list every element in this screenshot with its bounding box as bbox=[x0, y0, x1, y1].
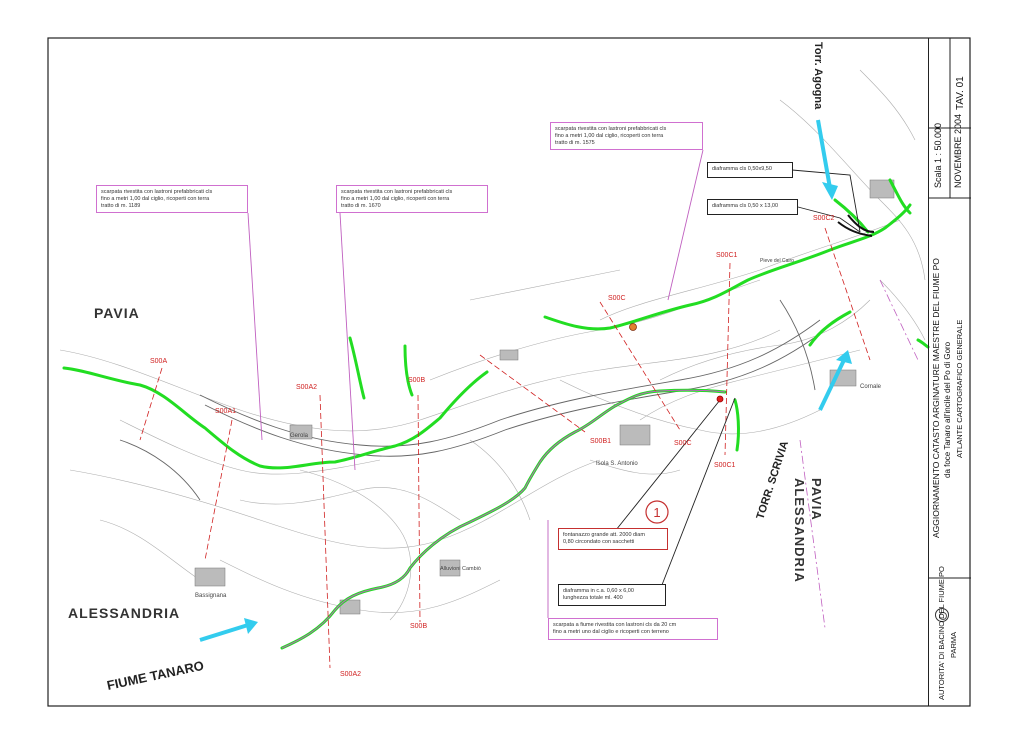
note-line: diaframma cls 0,50x9,50 bbox=[712, 166, 772, 172]
section-s00c-top: S00C bbox=[608, 295, 626, 302]
authority-city: PARMA bbox=[949, 631, 958, 658]
note-line: diaframma cls 0,50 x 13,00 bbox=[712, 203, 779, 209]
map-title-line3: ATLANTE CARTOGRAFICO GENERALE bbox=[955, 319, 964, 458]
date-label: NOVEMBRE 2004 bbox=[953, 113, 963, 188]
note-fontanazzo: fontanazzo grande att. 2000 diam 0,80 ci… bbox=[558, 528, 668, 550]
note-line: scarpata a fiume rivestita con lastroni … bbox=[553, 622, 677, 628]
region-alessandria-left: ALESSANDRIA bbox=[68, 605, 181, 621]
sheet-number: TAV. 01 bbox=[955, 76, 966, 110]
note-line: tratto di m. 1670 bbox=[341, 203, 381, 209]
place-pieve: Pieve del Cairo bbox=[760, 258, 794, 264]
note-diaframma-ca: diaframma in c.a. 0,60 x 6,00 lunghezza … bbox=[558, 584, 666, 606]
s00c-point bbox=[629, 323, 637, 331]
note-line: scarpata rivestita con lastroni prefabbr… bbox=[101, 189, 213, 195]
note-line: fino a metri 1,00 dal ciglio, ricoperti … bbox=[341, 196, 450, 202]
note-scarpata-fiume: scarpata a fiume rivestita con lastroni … bbox=[548, 618, 718, 640]
title-block-grid bbox=[929, 38, 971, 579]
diaframma-works bbox=[837, 214, 875, 237]
section-s00a2-top: S00A2 bbox=[296, 384, 318, 391]
section-s00b-top: S00B bbox=[408, 377, 426, 384]
note-diaframma-950: diaframma cls 0,50x9,50 bbox=[707, 162, 793, 178]
river-agogna-label: Torr. Agogna bbox=[812, 42, 824, 110]
section-s00c-bottom: S00C bbox=[674, 440, 692, 447]
note-line: tratto di m. 1189 bbox=[101, 203, 141, 209]
section-s00a: S00A bbox=[150, 358, 168, 365]
authority-seal bbox=[935, 608, 949, 622]
note-line: fino a metri uno dal ciglio e ricoperti … bbox=[553, 629, 669, 635]
title-block: TAV. 01 Scala 1 : 50.000 NOVEMBRE 2004 A… bbox=[928, 38, 971, 706]
note-line: fino a metri 1,00 dal ciglio, ricoperti … bbox=[101, 196, 210, 202]
section-s00a2-bottom: S00A2 bbox=[340, 671, 362, 678]
river-tanaro-label: FIUME TANARO bbox=[106, 658, 206, 693]
section-s00a1: S00A1 bbox=[215, 408, 237, 415]
region-alessandria-right: ALESSANDRIA bbox=[792, 478, 807, 583]
authority-name: AUTORITA' DI BACINO DEL FIUME PO bbox=[937, 566, 946, 700]
seal-inner bbox=[939, 612, 947, 620]
topographic-background bbox=[59, 69, 926, 621]
note-line: diaframma in c.a. 0,60 x 6,00 bbox=[563, 588, 634, 594]
note-line: scarpata rivestita con lastroni prefabbr… bbox=[341, 189, 453, 195]
section-s00c1-bottom: S00C1 bbox=[714, 462, 736, 469]
section-s00b1: S00B1 bbox=[590, 438, 612, 445]
river-scrivia-label: TORR. SCRIVIA bbox=[754, 439, 791, 520]
fontanazzo-point bbox=[716, 395, 724, 403]
levee-green bbox=[62, 178, 930, 470]
scale-label: Scala 1 : 50.000 bbox=[933, 122, 943, 188]
note-diaframma-1300: diaframma cls 0,50 x 13,00 bbox=[707, 199, 798, 215]
note-levee-1189: scarpata rivestita con lastroni prefabbr… bbox=[96, 185, 248, 213]
section-s00b-bottom: S00B bbox=[410, 623, 428, 630]
region-pavia-right: PAVIA bbox=[809, 478, 824, 521]
map-title-line1: AGGIORNAMENTO CATASTO ARGINATURE MAESTRE… bbox=[931, 258, 941, 538]
section-s00c2: S00C2 bbox=[813, 215, 835, 222]
map-title-line2: da foce Tanaro all'incile del Po di Goro bbox=[943, 341, 952, 478]
note-line: fontanazzo grande att. 2000 diam bbox=[563, 532, 645, 538]
marker-circle bbox=[645, 500, 669, 524]
section-lines bbox=[139, 227, 871, 669]
section-s00c1-top: S00C1 bbox=[716, 252, 738, 259]
place-bassignana: Bassignana bbox=[195, 593, 227, 599]
diaframma-leaders bbox=[611, 169, 861, 591]
annotation-leaders bbox=[247, 149, 704, 618]
regional-border bbox=[799, 279, 919, 629]
marker-number: 1 bbox=[653, 505, 660, 520]
note-line: fino a metri 1,00 dal ciglio, ricoperti … bbox=[555, 133, 664, 139]
map-frame bbox=[47, 37, 971, 707]
settlement-blocks bbox=[194, 179, 895, 615]
note-line: lunghezza totale ml. 400 bbox=[563, 595, 623, 601]
note-levee-1575: scarpata rivestita con lastroni prefabbr… bbox=[550, 122, 703, 150]
note-levee-1670: scarpata rivestita con lastroni prefabbr… bbox=[336, 185, 488, 213]
region-pavia-left: PAVIA bbox=[94, 305, 140, 321]
place-cornale: Cornale bbox=[860, 384, 882, 390]
place-gerola: Gerola bbox=[290, 433, 309, 439]
note-line: tratto di m. 1575 bbox=[555, 140, 595, 146]
place-alluvioni: Alluvioni Cambiò bbox=[440, 566, 481, 572]
flow-arrows bbox=[199, 119, 852, 642]
levee-purple-overlay bbox=[281, 389, 726, 649]
note-line: scarpata rivestita con lastroni prefabbr… bbox=[555, 126, 667, 132]
place-isola: Isola S. Antonio bbox=[596, 461, 638, 467]
note-line: 0,80 circondato con sacchetti bbox=[563, 539, 635, 545]
